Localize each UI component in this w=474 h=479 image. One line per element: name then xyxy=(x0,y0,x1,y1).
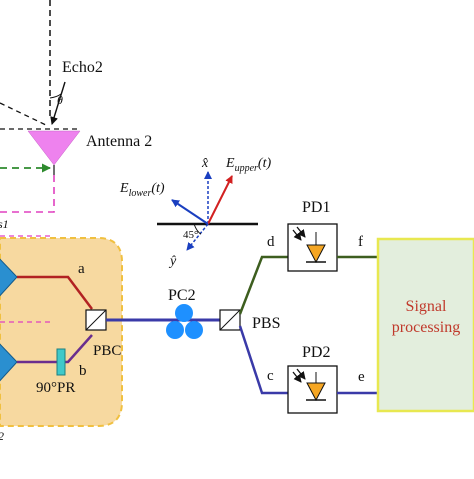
pc2-group: PC2 xyxy=(106,287,220,339)
echo-label: Echo2 xyxy=(62,59,103,76)
x-hat-label: x̂ xyxy=(201,156,209,171)
cut-bottom-label: 2 xyxy=(0,429,4,443)
pbs-diagonal xyxy=(219,309,241,331)
modulator-lower-icon xyxy=(0,343,18,382)
pd1-light-ray-1 xyxy=(292,229,302,241)
signal-processing-line1: Signal xyxy=(406,298,447,315)
e-lower-label: Elower(t) xyxy=(119,181,165,199)
pd2-light-ray-1 xyxy=(292,371,302,383)
pd1-group: PD1 f xyxy=(287,199,378,272)
pc2-paddle-right xyxy=(185,321,203,339)
port-b-label: b xyxy=(79,363,87,379)
upper-branch-fiber xyxy=(238,255,288,315)
echo-arrow xyxy=(50,81,66,125)
theta-arc xyxy=(49,93,62,99)
port-a-label: a xyxy=(78,261,85,277)
angle-arc xyxy=(193,223,202,235)
signal-processing-block: Signal processing xyxy=(376,237,474,413)
y-axis-arrow xyxy=(186,223,209,251)
port-d-label: d xyxy=(267,234,275,250)
pink-dashed-path xyxy=(0,175,55,213)
pd2-label: PD2 xyxy=(302,344,330,361)
polarization-axes: x̂ ŷ 45° Eupper(t) Elower(t) xyxy=(119,156,271,269)
rotator-label: 90°PR xyxy=(36,380,75,396)
pbc-diagonal xyxy=(85,309,107,331)
port-e-label: e xyxy=(358,369,365,385)
left-module: a b 90°PR PBC xyxy=(0,237,123,427)
e-lower-arrow xyxy=(171,199,209,225)
antenna-label: Antenna 2 xyxy=(86,133,152,150)
pd2-light-ray-2 xyxy=(296,368,306,380)
angle-label: 45° xyxy=(183,229,198,241)
pbs-group: PBS d c xyxy=(219,234,288,395)
antenna-icon xyxy=(27,130,81,166)
pd1-label: PD1 xyxy=(302,199,330,216)
signal-processing-line2: processing xyxy=(392,319,460,336)
pc2-paddle-left xyxy=(166,321,184,339)
signal-processing-box xyxy=(376,237,474,413)
module-box xyxy=(0,237,123,427)
y-hat-label: ŷ xyxy=(168,254,177,269)
pbc-label: PBC xyxy=(93,343,121,359)
rotator-90pr-icon xyxy=(56,348,66,376)
cut-left-label: s1 xyxy=(0,217,9,231)
pd1-light-ray-2 xyxy=(296,226,306,238)
pc2-paddle-top xyxy=(175,304,193,322)
pbs-label: PBS xyxy=(252,315,280,332)
port-f-label: f xyxy=(358,234,363,250)
port-c-label: c xyxy=(267,368,274,384)
e-upper-arrow xyxy=(207,175,233,225)
pc2-label: PC2 xyxy=(168,287,196,304)
echo-antenna-group: θ Echo2 Antenna 2 s1 xyxy=(0,0,152,237)
upper-arm-fiber xyxy=(17,275,93,310)
lower-arm-fiber xyxy=(17,334,93,364)
lower-branch-fiber xyxy=(238,325,288,395)
dashed-top-left-1 xyxy=(0,102,49,127)
theta-label: θ xyxy=(57,93,63,107)
e-upper-label: Eupper(t) xyxy=(225,156,271,174)
pd2-group: PD2 e xyxy=(287,344,378,414)
modulator-upper-icon xyxy=(0,258,18,297)
